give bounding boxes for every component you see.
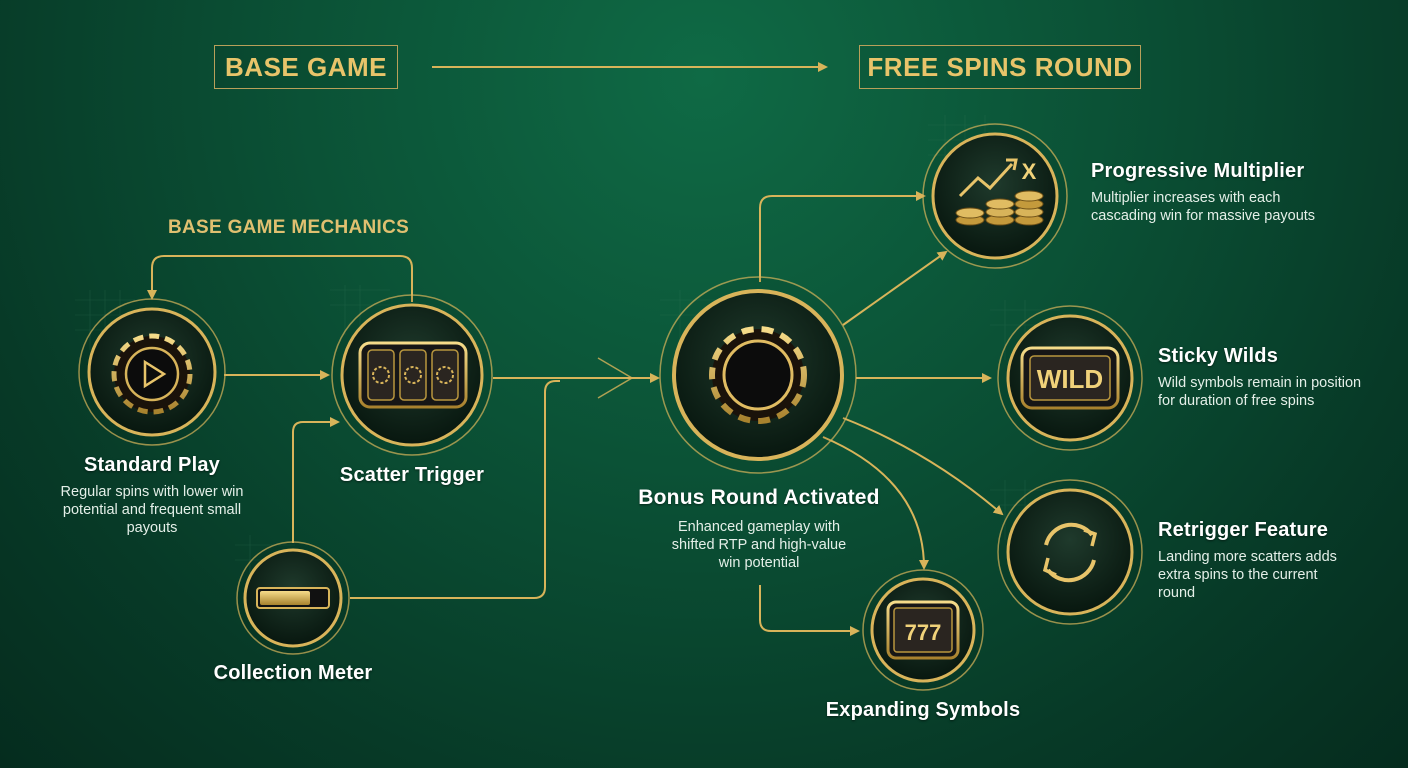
loop-arrow <box>147 255 413 302</box>
multiplier-x-text: X <box>1022 159 1037 184</box>
node-expanding-symbols[interactable]: 777 <box>862 569 984 691</box>
node-collection-meter[interactable] <box>236 541 350 655</box>
connectors <box>147 62 1004 636</box>
header-free-spins: FREE SPINS ROUND <box>859 45 1141 89</box>
label-scatter-trigger: Scatter Trigger <box>312 464 512 487</box>
meter-bar-icon <box>256 587 330 609</box>
sticky-wilds-title: Sticky Wilds <box>1158 345 1279 367</box>
play-chip-icon <box>111 333 193 415</box>
arrow-desc-to-expanding <box>759 585 860 636</box>
label-standard-play: Standard Play Regular spins with lower w… <box>52 454 252 537</box>
bonus-round-title: Bonus Round Activated <box>638 486 880 509</box>
node-retrigger[interactable] <box>997 479 1143 625</box>
arrow-bonus-to-retrigger <box>842 417 1004 516</box>
arrow-meter-to-bonus <box>350 380 560 599</box>
label-bonus-round: Bonus Round Activated Enhanced gameplay … <box>634 486 884 572</box>
refresh-icon <box>1042 522 1098 583</box>
sevens-text: 777 <box>905 620 942 645</box>
standard-play-title: Standard Play <box>84 454 220 476</box>
node-scatter-trigger[interactable] <box>331 294 493 456</box>
label-retrigger: Retrigger Feature Landing more scatters … <box>1158 519 1358 602</box>
label-progressive-multiplier: Progressive Multiplier Multiplier increa… <box>1091 160 1341 225</box>
node-standard-play[interactable] <box>78 298 226 446</box>
node-sticky-wilds[interactable]: WILD <box>997 305 1143 451</box>
label-sticky-wilds: Sticky Wilds Wild symbols remain in posi… <box>1158 345 1378 410</box>
seven-reels-icon: 777 <box>886 600 960 660</box>
scatter-trigger-title: Scatter Trigger <box>339 464 485 486</box>
progressive-multiplier-desc: Multiplier increases with each cascading… <box>1091 190 1316 224</box>
progressive-multiplier-title: Progressive Multiplier <box>1091 160 1305 182</box>
retrigger-desc: Landing more scatters adds extra spins t… <box>1158 549 1337 601</box>
collection-meter-title: Collection Meter <box>213 662 373 684</box>
node-progressive-multiplier[interactable]: X <box>922 123 1068 269</box>
standard-play-desc: Regular spins with lower win potential a… <box>60 484 244 536</box>
header-base-game: BASE GAME <box>214 45 398 89</box>
label-collection-meter: Collection Meter <box>193 662 393 685</box>
node-bonus-round[interactable] <box>659 276 857 474</box>
wild-text: WILD <box>1037 364 1103 394</box>
bonus-round-desc: Enhanced gameplay with shifted RTP and h… <box>671 519 847 571</box>
chevron-decoration <box>597 357 634 399</box>
arrow-bonus-to-multiplier <box>759 191 926 282</box>
sticky-wilds-desc: Wild symbols remain in position for dura… <box>1158 375 1362 409</box>
slot-reels-icon <box>358 341 468 409</box>
arrow-bonus-to-expanding <box>822 436 929 570</box>
expanding-symbols-title: Expanding Symbols <box>825 699 1021 721</box>
chip-stacks-icon: X <box>955 158 1044 226</box>
chip-icon <box>709 326 807 424</box>
section-label-mechanics: BASE GAME MECHANICS <box>168 217 410 238</box>
retrigger-title: Retrigger Feature <box>1158 519 1329 541</box>
arrow-bonus-to-multiplier-diag <box>842 250 948 326</box>
arrow-meter-to-scatter <box>292 417 340 543</box>
label-expanding-symbols: Expanding Symbols <box>808 699 1038 722</box>
wild-reel-icon: WILD <box>1020 346 1120 410</box>
